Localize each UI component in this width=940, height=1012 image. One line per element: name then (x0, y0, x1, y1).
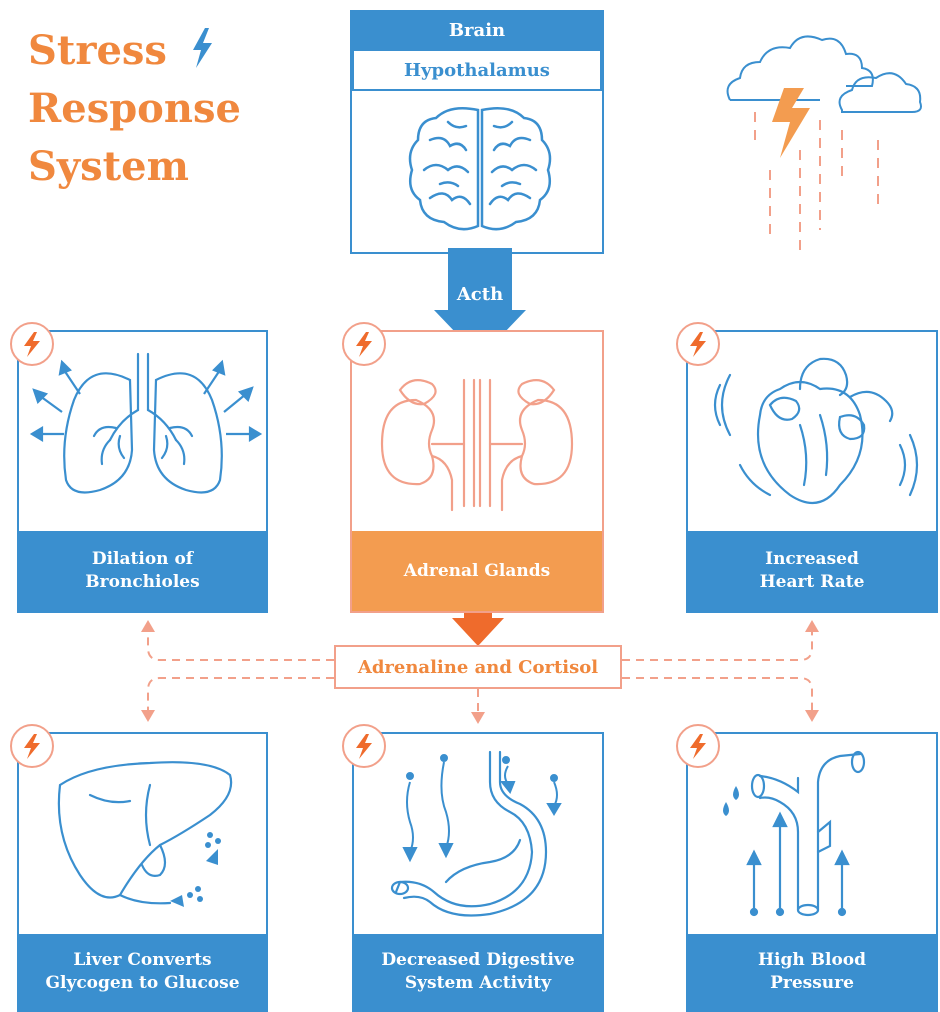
digestive-label: Decreased Digestive System Activity (354, 934, 602, 1010)
stress-badge-icon (10, 322, 54, 366)
brain-icon (400, 100, 560, 240)
stress-badge-icon (10, 724, 54, 768)
brain-header: Brain (352, 11, 602, 49)
kidneys-icon (352, 360, 602, 520)
digestive-label-line-1: Decreased Digestive (381, 949, 574, 972)
liver-label: Liver Converts Glycogen to Glucose (19, 934, 266, 1010)
bronchioles-label-line-2: Bronchioles (85, 571, 199, 594)
liver-icon (30, 745, 260, 925)
heart-label-line-2: Heart Rate (760, 571, 865, 594)
bronchioles-label-line-1: Dilation of (92, 548, 193, 571)
digestive-label-line-2: System Activity (405, 972, 551, 995)
blood-label: High Blood Pressure (688, 934, 936, 1010)
blood-label-line-2: Pressure (770, 972, 854, 995)
adrenal-label-line-1: Adrenal Glands (404, 560, 550, 583)
title-line-2: Response (28, 80, 241, 138)
heart-label: Increased Heart Rate (688, 531, 936, 611)
stress-badge-icon (342, 322, 386, 366)
title-line-1: Stress (28, 22, 241, 80)
bronchioles-label: Dilation of Bronchioles (19, 531, 266, 611)
title-line-3: System (28, 138, 241, 196)
page-title: Stress Response System (28, 22, 241, 196)
adrenal-label: Adrenal Glands (352, 531, 602, 611)
blood-vessel-icon (700, 742, 930, 922)
hormones-label: Adrenaline and Cortisol (334, 645, 622, 689)
stomach-icon (360, 742, 600, 922)
hypothalamus-label: Hypothalamus (352, 49, 602, 91)
heart-icon (700, 345, 930, 525)
lightning-icon (187, 26, 217, 70)
acth-label: Acth (440, 284, 520, 305)
lungs-icon (20, 340, 266, 520)
stress-badge-icon (342, 724, 386, 768)
heart-label-line-1: Increased (765, 548, 859, 571)
stress-badge-icon (676, 724, 720, 768)
blood-label-line-1: High Blood (758, 949, 866, 972)
liver-label-line-2: Glycogen to Glucose (45, 972, 239, 995)
stress-badge-icon (676, 322, 720, 366)
liver-label-line-1: Liver Converts (73, 949, 211, 972)
